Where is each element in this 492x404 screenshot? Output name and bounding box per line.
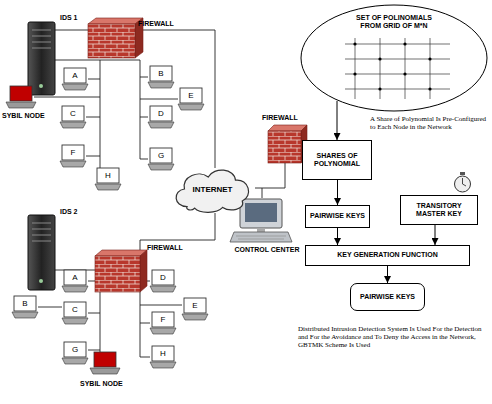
laptop-node: F bbox=[150, 312, 176, 334]
process-box: KEY GENERATION FUNCTION bbox=[305, 245, 470, 266]
component-label: FIREWALL bbox=[262, 114, 312, 122]
node-letter: A bbox=[65, 69, 85, 82]
process-box: PAIRWISE KEYS bbox=[305, 205, 370, 228]
polynomial-grid-ellipse: SET OF POLINOMIALS FROM GRID OF M*N bbox=[300, 4, 488, 112]
node-text: SET OF POLINOMIALS FROM GRID OF M*N bbox=[346, 14, 442, 30]
flow-arrow bbox=[337, 101, 338, 140]
laptop-node: D bbox=[150, 270, 176, 292]
node-letter: C bbox=[65, 303, 85, 316]
network-wires bbox=[34, 30, 285, 357]
laptop-node: B bbox=[148, 66, 174, 88]
laptop-node: F bbox=[60, 145, 86, 167]
note-text: Distributed Intrusion Detection System I… bbox=[298, 325, 490, 349]
laptop-node: B bbox=[12, 296, 38, 318]
sybil-laptop bbox=[6, 86, 36, 108]
node-text: SHARES OF POLYNOMIAL bbox=[306, 152, 368, 169]
component-label: FIREWALL bbox=[138, 20, 188, 28]
laptop-node: E bbox=[182, 298, 208, 320]
node-letter: C bbox=[63, 107, 83, 120]
component-label: IDS 1 bbox=[60, 14, 100, 22]
node-text: TRANSITORY MASTER KEY bbox=[404, 202, 474, 219]
laptop-node: A bbox=[62, 270, 88, 292]
laptop-node: E bbox=[178, 88, 204, 110]
laptop-node: C bbox=[60, 106, 86, 128]
ids-server bbox=[28, 215, 55, 290]
laptop-node: H bbox=[95, 168, 121, 190]
stopwatch-icon bbox=[455, 172, 471, 192]
firewall-wall bbox=[88, 18, 143, 58]
node-letter: H bbox=[153, 347, 173, 360]
node-text: INTERNET bbox=[193, 185, 233, 194]
node-letter: E bbox=[185, 299, 205, 312]
laptop-node: D bbox=[148, 106, 174, 128]
node-letter: G bbox=[151, 149, 171, 162]
laptop-node: G bbox=[62, 342, 88, 364]
internet-cloud: INTERNET bbox=[170, 165, 255, 213]
node-letter: D bbox=[153, 271, 173, 284]
node-letter: H bbox=[98, 169, 118, 182]
firewall-wall bbox=[95, 250, 147, 292]
note-text: A Share of Polynomial Is Pre-Configured … bbox=[370, 115, 488, 131]
node-letter: F bbox=[63, 146, 83, 159]
flow-arrow bbox=[387, 266, 388, 283]
laptop-node: A bbox=[62, 68, 88, 90]
node-text: PAIRWISE KEYS bbox=[360, 293, 415, 302]
node-letter: B bbox=[15, 297, 35, 310]
component-label: SYBIL NODE bbox=[2, 112, 54, 120]
flow-arrow bbox=[337, 180, 338, 205]
node-text: PAIRWISE KEYS bbox=[310, 212, 365, 221]
node-letter: G bbox=[65, 343, 85, 356]
node-letter: D bbox=[151, 107, 171, 120]
laptop-node: C bbox=[62, 302, 88, 324]
laptop-node: G bbox=[148, 148, 174, 170]
laptop-node: H bbox=[150, 346, 176, 368]
component-label: CONTROL CENTER bbox=[222, 246, 312, 254]
flow-arrow bbox=[337, 228, 338, 245]
node-letter: A bbox=[65, 271, 85, 284]
process-box: SHARES OF POLYNOMIAL bbox=[302, 140, 372, 180]
node-letter: F bbox=[153, 313, 173, 326]
ids-server bbox=[28, 22, 55, 95]
process-box: TRANSITORY MASTER KEY bbox=[400, 195, 478, 225]
component-label: IDS 2 bbox=[60, 208, 100, 216]
process-box: PAIRWISE KEYS bbox=[350, 283, 425, 311]
node-text: KEY GENERATION FUNCTION bbox=[337, 251, 437, 260]
flow-arrow bbox=[435, 225, 436, 245]
component-label: FIREWALL bbox=[147, 244, 197, 252]
node-letter: B bbox=[151, 67, 171, 80]
sybil-laptop bbox=[90, 352, 120, 374]
component-label: SYBIL NODE bbox=[80, 380, 140, 388]
node-letter: E bbox=[181, 89, 201, 102]
